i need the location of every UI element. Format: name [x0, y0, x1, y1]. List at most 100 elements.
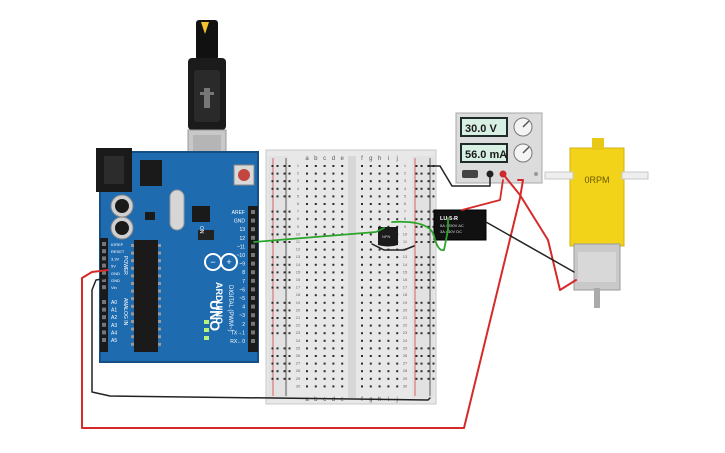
rail-hole[interactable]	[288, 263, 291, 266]
rail-hole[interactable]	[432, 301, 435, 304]
digital-header-pin[interactable]	[251, 227, 255, 232]
bb-hole[interactable]	[387, 218, 390, 221]
bb-hole[interactable]	[306, 317, 308, 319]
rail-hole[interactable]	[415, 233, 418, 236]
rail-hole[interactable]	[415, 165, 418, 167]
bb-hole[interactable]	[361, 233, 363, 236]
rail-hole[interactable]	[271, 233, 274, 236]
rail-hole[interactable]	[432, 332, 435, 335]
bb-hole[interactable]	[341, 180, 344, 183]
bb-hole[interactable]	[387, 301, 390, 304]
rail-hole[interactable]	[420, 172, 423, 175]
rail-hole[interactable]	[415, 263, 418, 266]
rail-hole[interactable]	[427, 332, 430, 335]
bb-hole[interactable]	[387, 165, 390, 167]
wire-transistor-jumper-black[interactable]	[371, 243, 415, 251]
bb-hole[interactable]	[323, 233, 326, 236]
rail-hole[interactable]	[415, 317, 418, 319]
bb-hole[interactable]	[323, 180, 326, 183]
bb-hole[interactable]	[314, 377, 317, 380]
bb-hole[interactable]	[378, 301, 381, 304]
bb-hole[interactable]	[306, 195, 308, 198]
bb-hole[interactable]	[332, 370, 335, 373]
bb-hole[interactable]	[341, 218, 344, 221]
bb-hole[interactable]	[378, 355, 381, 357]
bb-hole[interactable]	[314, 317, 317, 319]
digital-header-pin[interactable]	[251, 321, 255, 326]
bb-hole[interactable]	[369, 271, 372, 274]
bb-hole[interactable]	[306, 225, 308, 228]
rail-hole[interactable]	[283, 309, 286, 312]
bb-hole[interactable]	[387, 347, 390, 350]
bb-hole[interactable]	[361, 347, 363, 350]
bb-hole[interactable]	[306, 263, 308, 266]
bb-hole[interactable]	[387, 332, 390, 335]
rail-hole[interactable]	[276, 324, 279, 327]
bb-hole[interactable]	[369, 294, 372, 297]
rail-hole[interactable]	[432, 347, 435, 350]
bb-hole[interactable]	[332, 347, 335, 350]
rail-hole[interactable]	[420, 279, 423, 281]
rail-hole[interactable]	[271, 286, 274, 289]
rail-hole[interactable]	[420, 286, 423, 289]
rail-hole[interactable]	[427, 256, 430, 259]
bb-hole[interactable]	[387, 385, 390, 388]
bb-hole[interactable]	[323, 165, 326, 167]
bb-hole[interactable]	[332, 172, 335, 175]
power-header-pin[interactable]	[102, 285, 106, 290]
rail-hole[interactable]	[271, 362, 274, 365]
bb-hole[interactable]	[314, 256, 317, 259]
bb-hole[interactable]	[341, 377, 344, 380]
rail-hole[interactable]	[271, 332, 274, 335]
rail-hole[interactable]	[415, 362, 418, 365]
rail-hole[interactable]	[420, 256, 423, 259]
rail-hole[interactable]	[288, 286, 291, 289]
bb-hole[interactable]	[314, 187, 317, 190]
bb-hole[interactable]	[361, 385, 363, 388]
rail-hole[interactable]	[420, 210, 423, 213]
bb-hole[interactable]	[332, 256, 335, 259]
bb-hole[interactable]	[341, 339, 344, 342]
rail-hole[interactable]	[427, 233, 430, 236]
bb-hole[interactable]	[396, 317, 399, 319]
relay[interactable]: LU-5-R 5A / 250V AC 3A / 30V DC	[433, 209, 487, 241]
rail-hole[interactable]	[427, 187, 430, 190]
bb-hole[interactable]	[369, 279, 372, 281]
rail-hole[interactable]	[271, 309, 274, 312]
bb-hole[interactable]	[378, 210, 381, 213]
bb-hole[interactable]	[341, 241, 344, 243]
bb-hole[interactable]	[314, 233, 317, 236]
bb-hole[interactable]	[361, 248, 363, 251]
rail-hole[interactable]	[283, 377, 286, 380]
bb-hole[interactable]	[378, 377, 381, 380]
bb-hole[interactable]	[396, 165, 399, 167]
rail-hole[interactable]	[288, 347, 291, 350]
rail-hole[interactable]	[427, 210, 430, 213]
bb-hole[interactable]	[378, 347, 381, 350]
bb-hole[interactable]	[387, 203, 390, 205]
rail-hole[interactable]	[283, 241, 286, 243]
bb-hole[interactable]	[396, 362, 399, 365]
rail-hole[interactable]	[427, 324, 430, 327]
rail-hole[interactable]	[432, 355, 435, 357]
bb-hole[interactable]	[396, 309, 399, 312]
bb-hole[interactable]	[314, 263, 317, 266]
bb-hole[interactable]	[332, 203, 335, 205]
bb-hole[interactable]	[361, 256, 363, 259]
rail-hole[interactable]	[288, 309, 291, 312]
bb-hole[interactable]	[387, 263, 390, 266]
rail-hole[interactable]	[283, 317, 286, 319]
rail-hole[interactable]	[432, 271, 435, 274]
rail-hole[interactable]	[415, 210, 418, 213]
rail-hole[interactable]	[420, 263, 423, 266]
power-header-pin[interactable]	[102, 242, 106, 246]
rail-hole[interactable]	[415, 355, 418, 357]
bb-hole[interactable]	[332, 324, 335, 327]
wire-supply-negative-black[interactable]	[427, 165, 491, 187]
rail-hole[interactable]	[432, 309, 435, 312]
rail-hole[interactable]	[271, 241, 274, 243]
power-switch[interactable]	[462, 170, 478, 178]
rail-hole[interactable]	[288, 210, 291, 213]
bb-hole[interactable]	[378, 172, 381, 175]
